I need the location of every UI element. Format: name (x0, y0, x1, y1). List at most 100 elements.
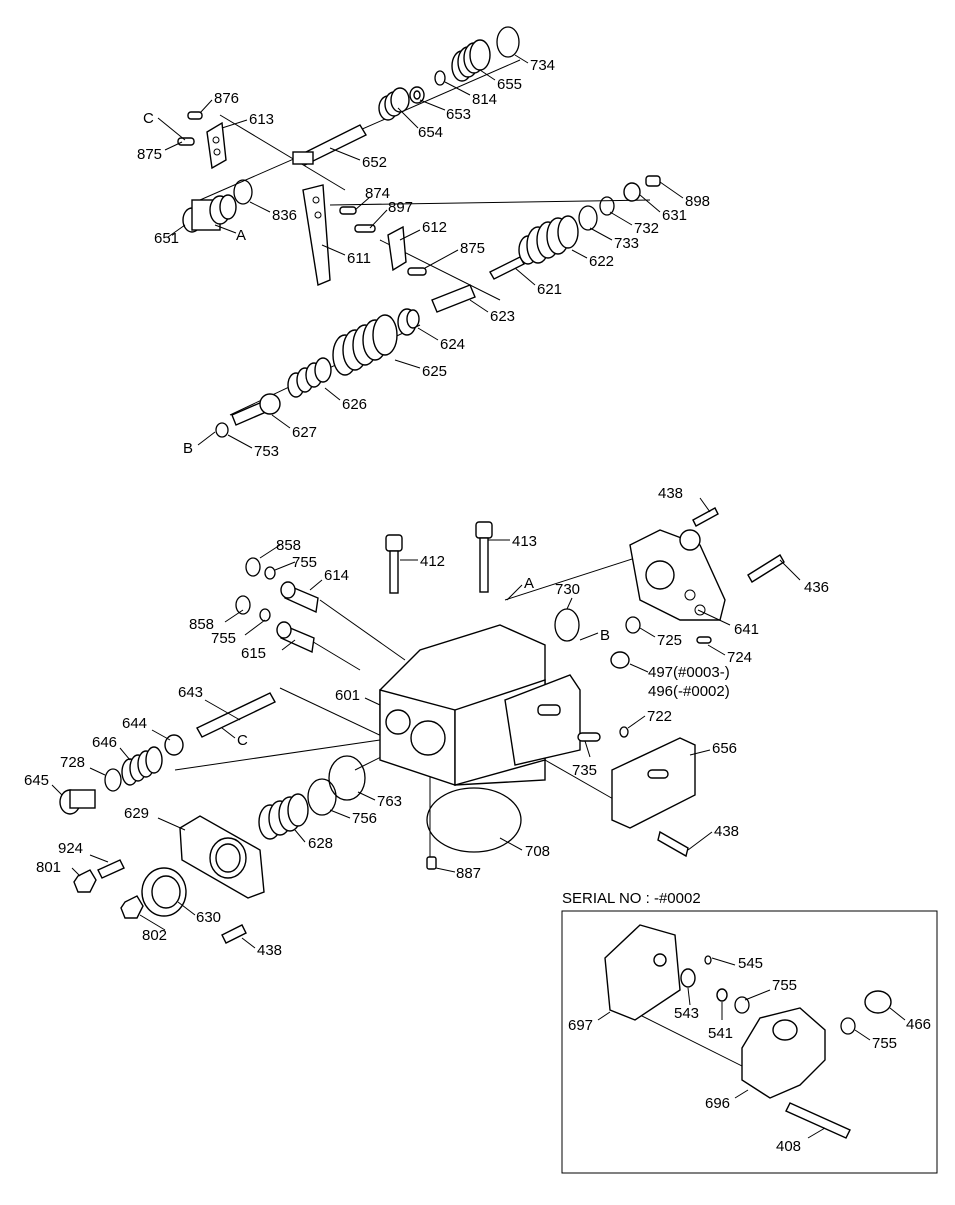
spring-628-shape (258, 793, 309, 840)
callout-label: 413 (512, 533, 537, 550)
callout-label: B (183, 440, 193, 457)
bolt-438-top-shape (692, 507, 719, 527)
callout-label: 734 (530, 57, 555, 74)
spring-625-shape (332, 314, 398, 376)
bolt-412-shape (385, 534, 403, 594)
callout-label: 545 (738, 955, 763, 972)
ring-545-shape (704, 955, 712, 965)
pin-887-shape (426, 856, 437, 870)
plug-541-shape (716, 988, 728, 1002)
cap-644-shape (164, 734, 184, 756)
callout-label: 612 (422, 219, 447, 236)
oring-733-shape (578, 205, 598, 231)
callout-label: B (600, 627, 610, 644)
callout-label: 601 (335, 687, 360, 704)
cover-697-shape (604, 924, 681, 1021)
callout-label: 641 (734, 621, 759, 638)
callout-label: 756 (352, 810, 377, 827)
ring-858b-shape (235, 595, 251, 615)
callout-label: 653 (446, 106, 471, 123)
callout-label: 627 (292, 424, 317, 441)
callout-label: 631 (662, 207, 687, 224)
pin-897-shape (354, 224, 376, 233)
callout-label: 628 (308, 835, 333, 852)
screw-924-shape (97, 859, 125, 879)
inset-title: SERIAL NO : -#0002 (562, 890, 701, 907)
callout-label: 874 (365, 185, 390, 202)
main-body-601-shape (379, 624, 581, 786)
callout-label: 645 (24, 772, 49, 789)
pin-874-shape (339, 206, 357, 215)
pin-724-shape (696, 636, 712, 644)
plug-631-shape (623, 182, 641, 202)
callout-label: 438 (257, 942, 282, 959)
callout-label: 497(#0003-) (648, 664, 730, 681)
oring-756-shape (307, 778, 337, 816)
ring-836-shape (233, 179, 253, 205)
callout-label: 643 (178, 684, 203, 701)
oring-732-shape (599, 196, 615, 216)
sleeve-623-shape (431, 284, 476, 313)
pin-875b-shape (407, 267, 427, 276)
oring-753-shape (215, 422, 229, 438)
callout-label: 875 (137, 146, 162, 163)
plug-466-shape (864, 990, 892, 1014)
callout-label: 646 (92, 734, 117, 751)
bolt-408-shape (785, 1102, 851, 1139)
adjuster-627-shape (231, 393, 281, 426)
cover-656-shape (611, 737, 696, 829)
plug-497-shape (610, 651, 630, 669)
plate-613-shape (206, 121, 227, 170)
block-696-shape (741, 1007, 826, 1099)
plug-645-shape (59, 789, 96, 815)
inset-labels: SERIAL NO : -#0002 545 755 697 543 541 4… (562, 890, 931, 1155)
callout-label: 436 (804, 579, 829, 596)
callout-label: 655 (497, 76, 522, 93)
spring-655-shape (451, 39, 491, 82)
callout-label: 858 (276, 537, 301, 554)
plug-615-shape (276, 621, 315, 654)
nut-630-shape (141, 867, 187, 917)
callout-label: 651 (154, 230, 179, 247)
leader-lines (51, 54, 801, 949)
callout-label: 630 (196, 909, 221, 926)
callout-label: 728 (60, 754, 85, 771)
oring-708-shape (426, 787, 522, 853)
callout-label: 753 (254, 443, 279, 460)
spring-654-shape (378, 87, 410, 121)
ring-755d-shape (840, 1017, 856, 1035)
callout-label: A (524, 575, 534, 592)
callout-label: 644 (122, 715, 147, 732)
callout-labels: 876 613 C 875 652 654 653 814 655 734 83… (24, 57, 829, 959)
callout-label: 629 (124, 805, 149, 822)
bolt-436-shape (747, 554, 785, 583)
callout-label: 730 (555, 581, 580, 598)
callout-label: 613 (249, 111, 274, 128)
callout-label: 621 (537, 281, 562, 298)
callout-label: 924 (58, 840, 83, 857)
callout-label: 541 (708, 1025, 733, 1042)
callout-label: 623 (490, 308, 515, 325)
callout-label: 897 (388, 199, 413, 216)
callout-label: 875 (460, 240, 485, 257)
callout-label: 624 (440, 336, 465, 353)
callout-label: 438 (658, 485, 683, 502)
spring-626-shape (287, 357, 332, 398)
callout-label: 724 (727, 649, 752, 666)
pin-876-shape (187, 111, 203, 120)
callout-label: 802 (142, 927, 167, 944)
callout-label: 858 (189, 616, 214, 633)
callout-label: 836 (272, 207, 297, 224)
callout-label: 626 (342, 396, 367, 413)
rod-621-shape (489, 256, 525, 280)
oring-763-shape (328, 755, 366, 801)
pin-875-shape (177, 137, 195, 146)
callout-label: 722 (647, 708, 672, 725)
plug-614-shape (280, 581, 319, 614)
callout-label: 654 (418, 124, 443, 141)
callout-label: 625 (422, 363, 447, 380)
ring-814-shape (434, 70, 446, 86)
ring-755b-shape (259, 608, 271, 622)
callout-label: 622 (589, 253, 614, 270)
